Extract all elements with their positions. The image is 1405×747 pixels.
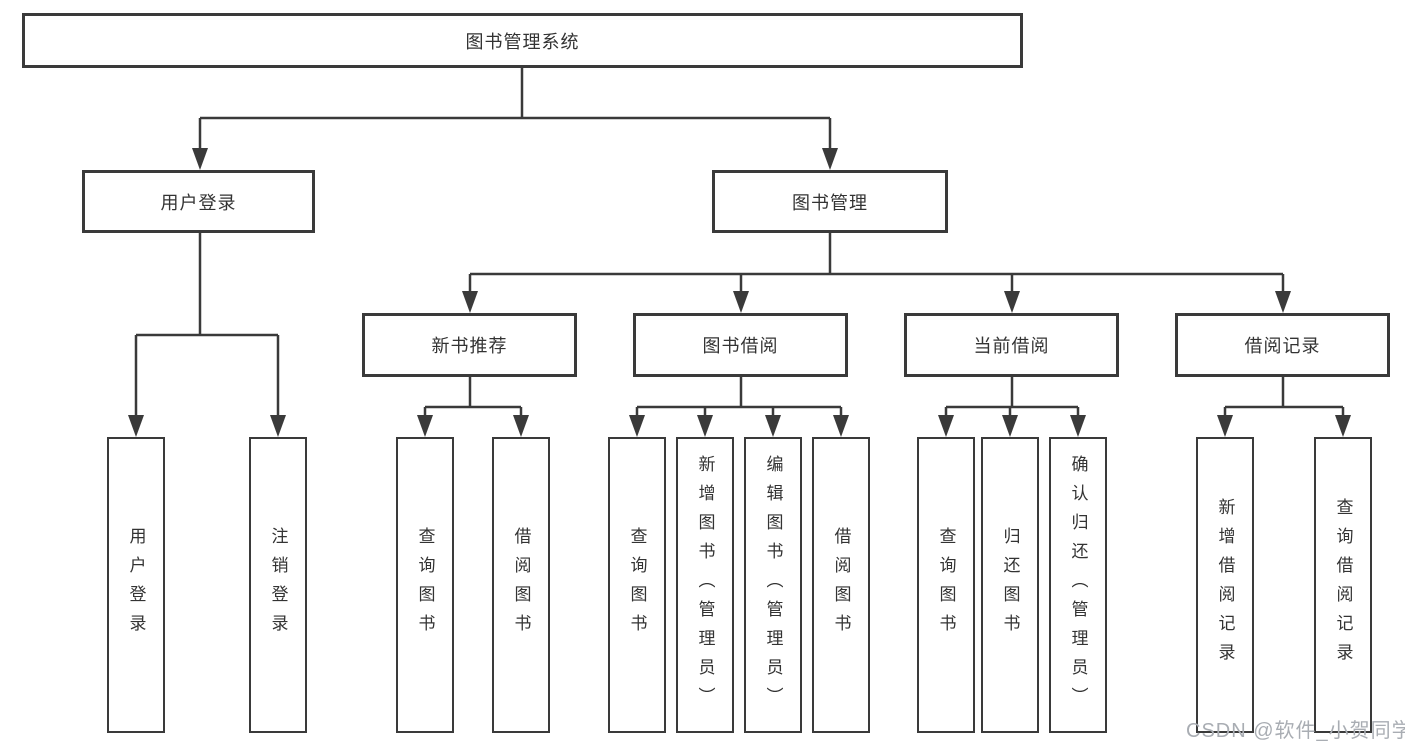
node-book-management: 图书管理	[712, 170, 948, 233]
leaf-label: 查询图书	[627, 527, 647, 643]
leaf-add-books-admin: 新增图书（管理员）	[676, 437, 734, 733]
node-new-book-recommendation: 新书推荐	[362, 313, 577, 377]
leaf-label: 查询图书	[936, 527, 956, 643]
leaf-label: 用户登录	[126, 527, 146, 643]
leaf-label: 借阅图书	[831, 527, 851, 643]
leaf-edit-books-admin: 编辑图书（管理员）	[744, 437, 802, 733]
leaf-query-books-borrowing: 查询图书	[608, 437, 666, 733]
leaf-label: 借阅图书	[511, 527, 531, 643]
node-user-login: 用户登录	[82, 170, 315, 233]
node-current-borrowing: 当前借阅	[904, 313, 1119, 377]
leaf-label: 新增图书（管理员）	[695, 454, 715, 716]
leaf-borrow-books-recommend: 借阅图书	[492, 437, 550, 733]
leaf-confirm-return-admin: 确认归还（管理员）	[1049, 437, 1107, 733]
leaf-return-books: 归还图书	[981, 437, 1039, 733]
node-borrowing-records: 借阅记录	[1175, 313, 1390, 377]
leaf-label: 编辑图书（管理员）	[763, 454, 783, 716]
node-library-system: 图书管理系统	[22, 13, 1023, 68]
node-book-borrowing: 图书借阅	[633, 313, 848, 377]
leaf-borrow-books-borrowing: 借阅图书	[812, 437, 870, 733]
leaf-user-login: 用户登录	[107, 437, 165, 733]
leaf-query-borrow-record: 查询借阅记录	[1314, 437, 1372, 733]
leaf-query-books-recommend: 查询图书	[396, 437, 454, 733]
leaf-label: 注销登录	[268, 527, 288, 643]
leaf-query-books-current: 查询图书	[917, 437, 975, 733]
leaf-label: 查询借阅记录	[1333, 498, 1353, 672]
leaf-label: 新增借阅记录	[1215, 498, 1235, 672]
leaf-logout-login: 注销登录	[249, 437, 307, 733]
watermark-text: CSDN @软件_小贺同学	[1186, 720, 1405, 742]
leaf-label: 归还图书	[1000, 527, 1020, 643]
leaf-label: 确认归还（管理员）	[1068, 454, 1088, 716]
leaf-add-borrow-record: 新增借阅记录	[1196, 437, 1254, 733]
leaf-label: 查询图书	[415, 527, 435, 643]
